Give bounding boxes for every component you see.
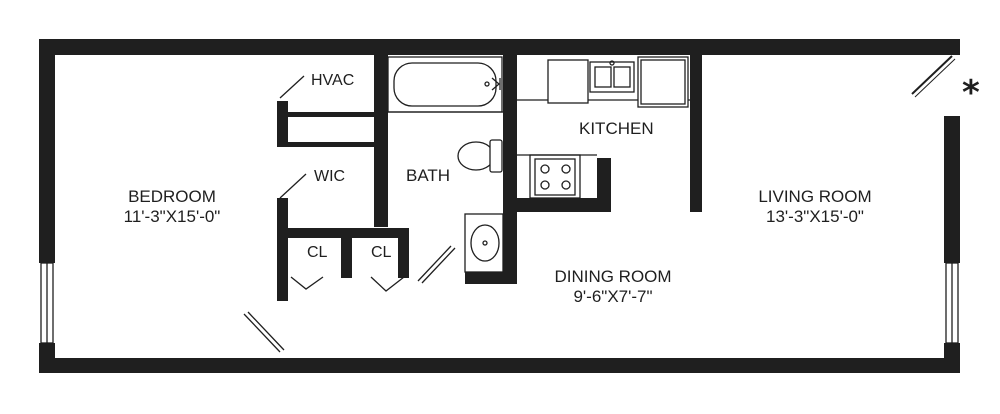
interior-walls (277, 55, 702, 301)
wic-label: WIC (314, 168, 345, 185)
kitchen-label: KITCHEN (579, 119, 654, 138)
entry-marker: * (962, 73, 980, 113)
kitchen-cabinet (547, 59, 589, 104)
bathtub (387, 56, 503, 113)
kitchen-sink (589, 60, 635, 93)
entry-door (911, 55, 956, 98)
hvac-label: HVAC (311, 72, 354, 89)
dining-room-dimensions: 9'-6"X7'-7" (573, 287, 652, 306)
living-partition (690, 55, 702, 212)
toilet (457, 139, 503, 173)
left-wall-lower (39, 343, 55, 373)
bedroom-name: BEDROOM (128, 187, 216, 206)
top-wall (39, 39, 960, 55)
dining-room-name: DINING ROOM (554, 267, 671, 286)
left-window (40, 262, 54, 344)
right-wall-lower (944, 343, 960, 373)
left-wall-upper (39, 39, 55, 263)
refrigerator (637, 56, 689, 108)
right-wall-upper (944, 116, 960, 263)
exterior-walls (39, 39, 960, 373)
closet-label-2: CL (371, 244, 392, 261)
closet-label-1: CL (307, 244, 328, 261)
living-room-name: LIVING ROOM (758, 187, 871, 206)
wic-wall (277, 198, 288, 301)
stove (529, 154, 581, 199)
bedroom-dimensions: 11'-3"X15'-0" (124, 207, 221, 226)
bath-label: BATH (406, 166, 450, 185)
bath-wall (503, 55, 517, 283)
bathroom-sink (464, 213, 504, 273)
right-window (945, 262, 959, 344)
hvac-wall (277, 101, 288, 146)
door-swings (243, 75, 456, 353)
bottom-wall (39, 358, 960, 373)
living-room-dimensions: 13'-3"X15'-0" (766, 207, 864, 226)
